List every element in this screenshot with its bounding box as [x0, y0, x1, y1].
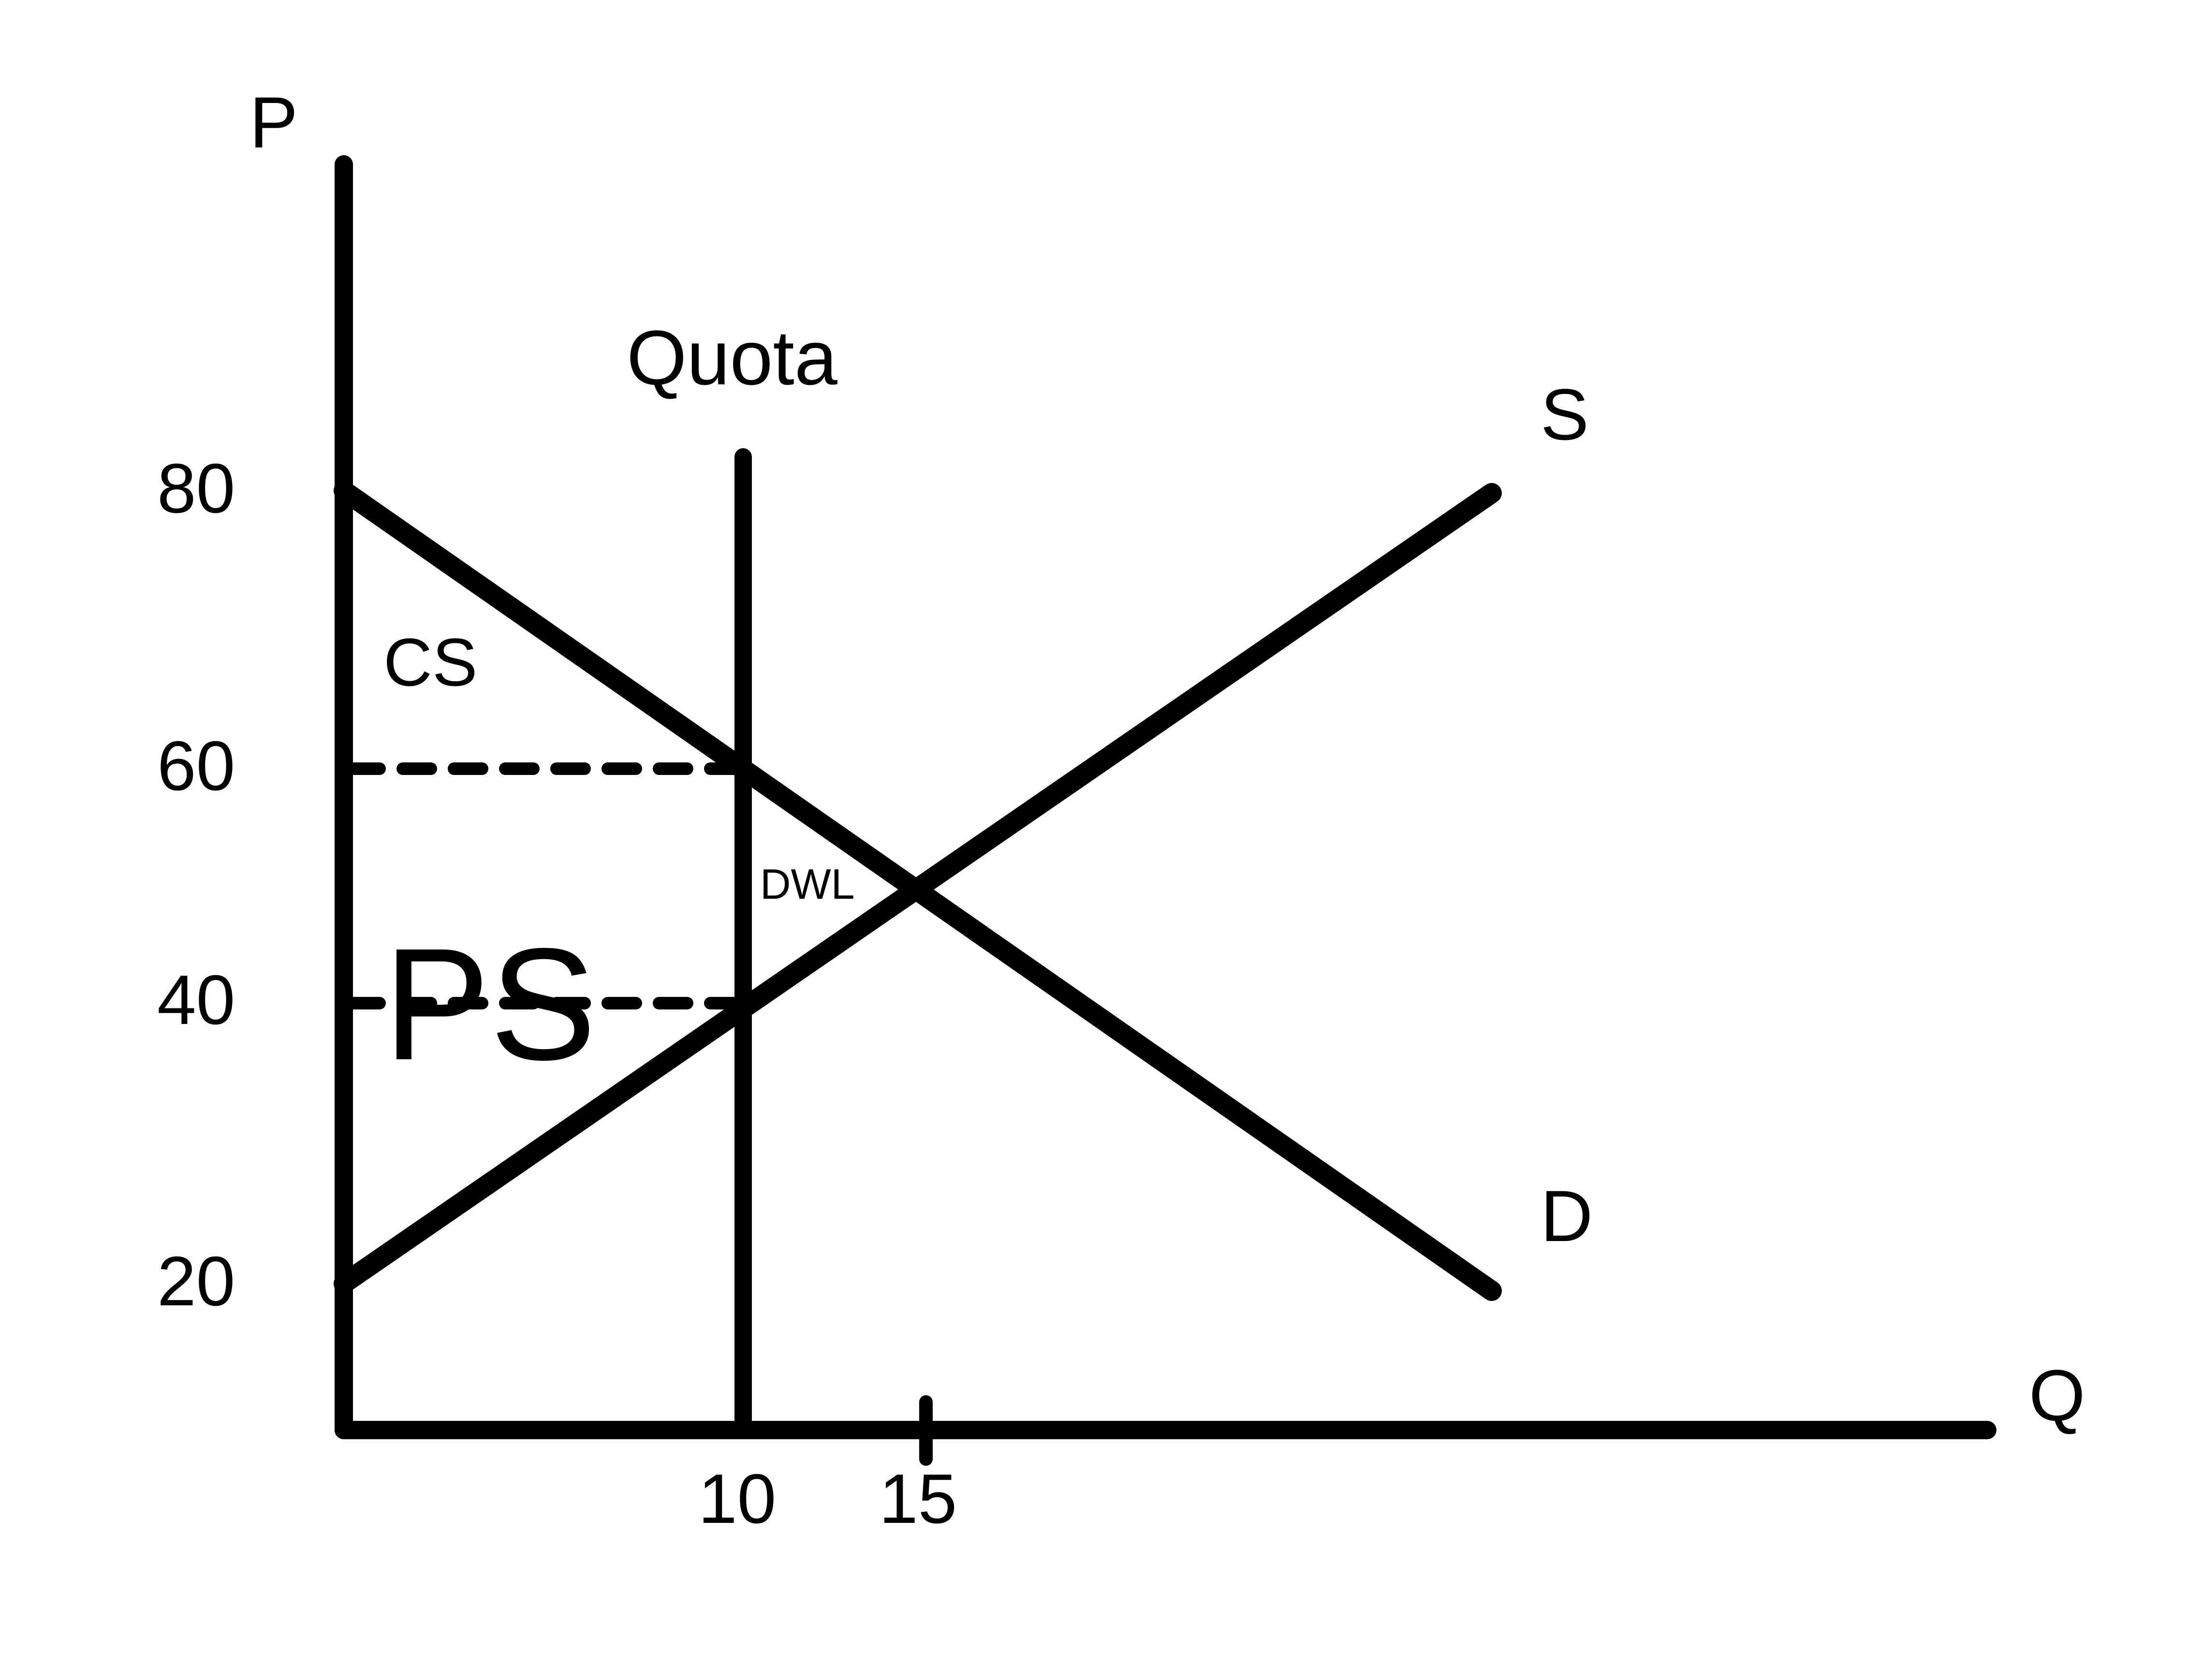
x-tick-label-10: 10	[698, 1460, 777, 1538]
y-axis-label: P	[249, 82, 298, 163]
deadweight-loss-label: DWL	[760, 860, 855, 908]
supply-curve-label: S	[1540, 374, 1589, 455]
quota-label: Quota	[627, 314, 837, 401]
supply-curve	[334, 483, 1502, 1294]
producer-surplus-label: PS	[383, 915, 597, 1093]
consumer-surplus-label: CS	[383, 624, 478, 700]
demand-curve-label: D	[1540, 1175, 1593, 1256]
x-axis-label: Q	[2029, 1355, 2085, 1436]
y-tick-label-80: 80	[157, 449, 235, 527]
y-tick-label-60: 60	[157, 727, 235, 805]
y-tick-label-20: 20	[157, 1242, 235, 1320]
y-tick-label-40: 40	[157, 961, 235, 1039]
x-tick-label-15: 15	[879, 1460, 957, 1538]
